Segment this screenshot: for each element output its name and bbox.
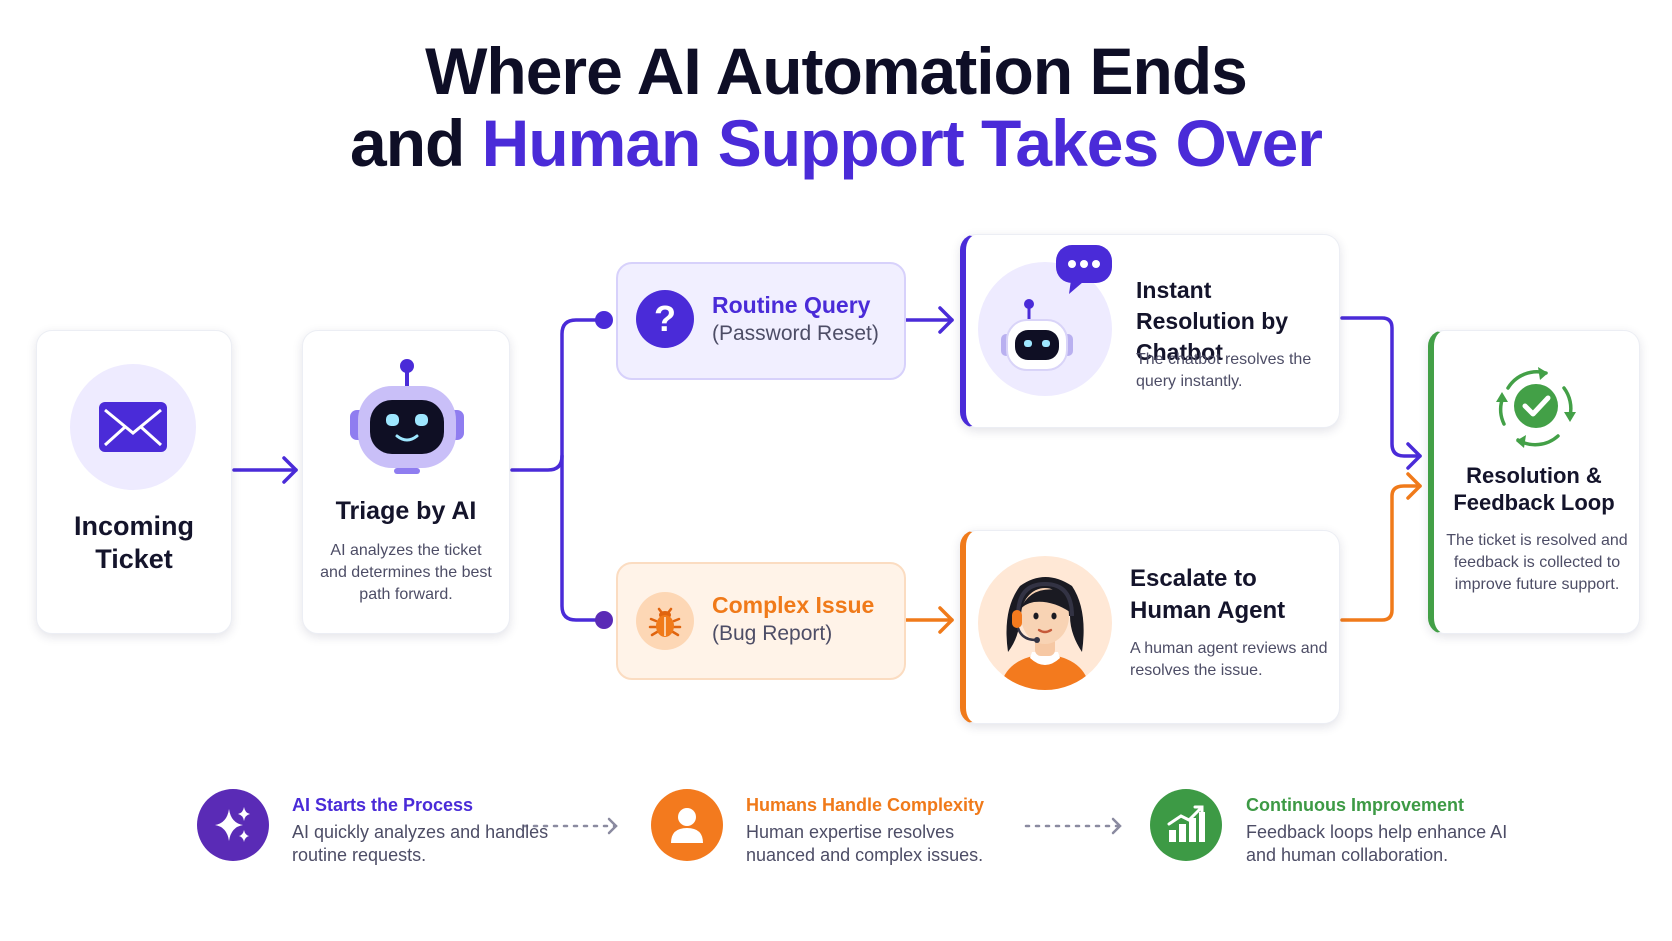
envelope-icon bbox=[70, 364, 196, 490]
instant-resolution-title: Instant Resolution by Chatbot bbox=[1136, 277, 1289, 365]
resolution-title: Resolution & Feedback Loop bbox=[1453, 463, 1615, 515]
chat-bubble-icon bbox=[1055, 244, 1113, 301]
title-accent: Human Support Takes Over bbox=[481, 106, 1323, 180]
summary-ai-description: AI quickly analyzes and handles routine … bbox=[292, 822, 549, 865]
routine-query-title: Routine Query bbox=[712, 292, 871, 318]
complex-issue-subtitle: (Bug Report) bbox=[712, 622, 833, 645]
complex-issue-title: Complex Issue bbox=[712, 592, 875, 618]
routine-query-subtitle: (Password Reset) bbox=[712, 322, 879, 345]
robot-icon bbox=[344, 356, 470, 481]
growth-chart-icon bbox=[1150, 789, 1222, 861]
bug-icon bbox=[636, 592, 694, 650]
check-cycle-icon bbox=[1488, 358, 1584, 459]
incoming-ticket-title: Incoming Ticket bbox=[74, 511, 194, 574]
person-icon bbox=[651, 789, 723, 861]
summary-ai-title: AI Starts the Process bbox=[292, 795, 474, 815]
branch-connector bbox=[510, 318, 606, 472]
summary-human-description: Human expertise resolves nuanced and com… bbox=[746, 822, 984, 865]
resolution-description: The ticket is resolved and feedback is c… bbox=[1446, 532, 1628, 593]
human-agent-icon bbox=[978, 556, 1112, 690]
escalate-title: Escalate to Human Agent bbox=[1130, 565, 1286, 624]
triage-description: AI analyzes the ticket and determines th… bbox=[320, 542, 492, 603]
question-icon: ? bbox=[636, 290, 694, 348]
page-title-line-1: Where AI Automation Ends bbox=[425, 34, 1248, 108]
arrow-instant-to-resolution bbox=[1340, 316, 1422, 458]
resolution-card bbox=[1428, 330, 1640, 634]
routine-query-pill bbox=[616, 262, 906, 380]
title-prefix: and bbox=[349, 106, 482, 180]
summary-human-title: Humans Handle Complexity bbox=[746, 795, 985, 815]
chatbot-icon bbox=[978, 262, 1112, 396]
instant-resolution-description: The chatbot resolves the query instantly… bbox=[1136, 351, 1312, 390]
page-title-line-2: and Human Support Takes Over bbox=[0, 108, 1672, 178]
sparkle-icon bbox=[197, 789, 269, 861]
triage-title: Triage by AI bbox=[335, 497, 477, 525]
summary-improvement-title: Continuous Improvement bbox=[1246, 795, 1465, 815]
escalate-description: A human agent reviews and resolves the i… bbox=[1130, 640, 1328, 679]
summary-improvement-description: Feedback loops help enhance AI and human… bbox=[1246, 822, 1508, 865]
arrow-escalate-to-resolution bbox=[1340, 484, 1422, 622]
